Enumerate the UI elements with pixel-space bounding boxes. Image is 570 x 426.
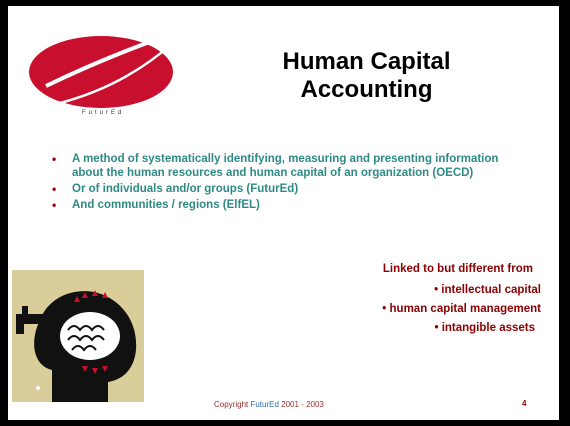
bullet-list: • A method of systematically identifying,…: [50, 152, 520, 214]
linked-heading: Linked to but different from: [382, 263, 533, 275]
linked-item-text: intangible assets: [441, 322, 535, 334]
slide: FuturEd Human Capital Accounting • A meth…: [8, 6, 559, 420]
linked-item: • intellectual capital: [434, 284, 541, 296]
linked-item: • human capital management: [382, 303, 541, 315]
title-line-1: Human Capital: [282, 48, 451, 75]
footer-brand: FuturEd: [250, 400, 279, 409]
bullet-icon: •: [52, 182, 57, 196]
linked-section: Linked to but different from • intellect…: [301, 263, 541, 338]
logo-text: FuturEd: [82, 110, 125, 116]
bullet-text: A method of systematically identifying, …: [72, 153, 499, 179]
footer-prefix: Copyright: [214, 400, 251, 409]
bullet-text: Or of individuals and/or groups (FuturEd…: [72, 183, 299, 195]
slide-title: Human Capital Accounting: [244, 48, 489, 104]
footer-suffix: 2001 - 2003: [278, 400, 324, 409]
bullet-item: • A method of systematically identifying,…: [50, 152, 520, 180]
linked-item: • intangible assets: [434, 322, 535, 334]
head-brain-illustration: [12, 270, 144, 402]
copyright-footer: Copyright FuturEd 2001 - 2003: [214, 400, 324, 409]
linked-item-text: human capital management: [389, 303, 541, 315]
linked-item-text: intellectual capital: [441, 284, 541, 296]
title-line-2: Accounting: [300, 76, 433, 103]
futured-logo: [29, 28, 175, 108]
bullet-item: • And communities / regions (ElfEL): [50, 198, 520, 212]
bullet-icon: •: [52, 152, 57, 166]
bullet-icon: •: [52, 198, 57, 212]
page-number: 4: [522, 399, 527, 408]
bullet-item: • Or of individuals and/or groups (FuturE…: [50, 182, 520, 196]
bullet-text: And communities / regions (ElfEL): [72, 199, 260, 211]
